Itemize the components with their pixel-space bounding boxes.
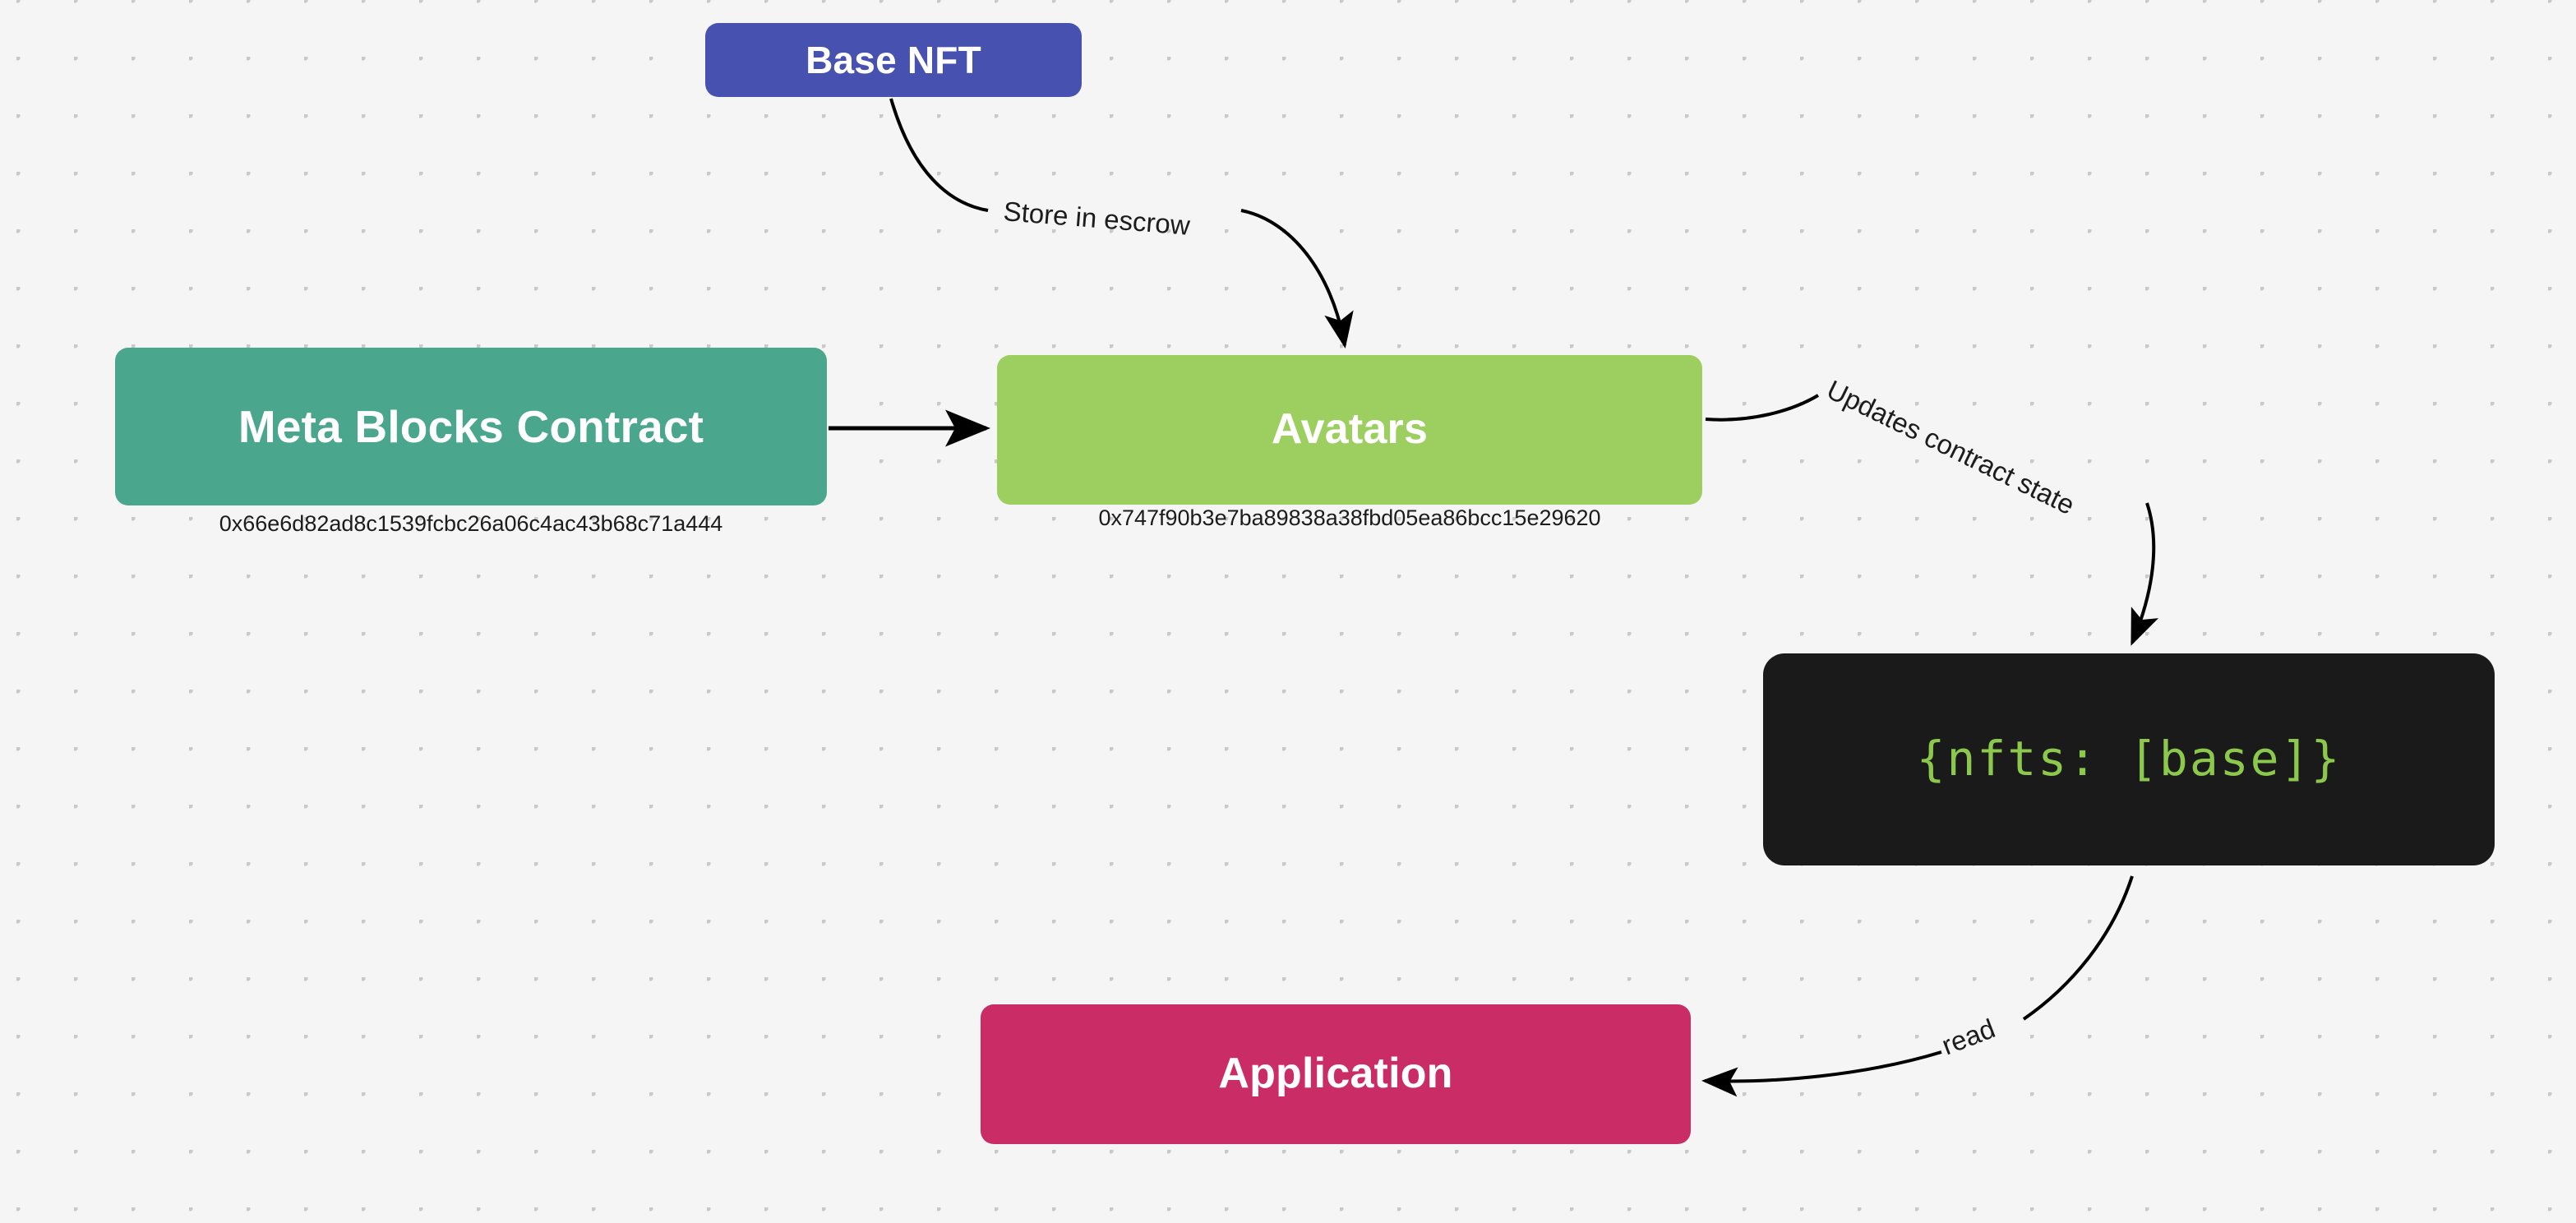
node-base-nft[interactable]: Base NFT (705, 23, 1082, 97)
edge-label-read: read (1937, 1013, 1999, 1060)
node-meta-blocks-contract[interactable]: Meta Blocks Contract (115, 348, 827, 505)
node-application[interactable]: Application (981, 1004, 1691, 1144)
node-application-label: Application (1218, 1050, 1453, 1098)
node-avatars-label: Avatars (1271, 405, 1429, 454)
node-contract-state-label: {nfts: [base]} (1916, 731, 2342, 787)
edge-store-in-escrow: Store in escrow (889, 97, 1346, 347)
edge-label-updates-contract-state: Updates contract state (1822, 374, 2080, 520)
edge-read: read (1703, 875, 2134, 1083)
node-avatars[interactable]: Avatars (997, 355, 1702, 505)
node-base-nft-label: Base NFT (806, 38, 981, 81)
node-meta-blocks-contract-address: 0x66e6d82ad8c1539fcbc26a06c4ac43b68c71a4… (219, 511, 723, 536)
node-meta-blocks-contract-label: Meta Blocks Contract (238, 400, 704, 452)
node-contract-state[interactable]: {nfts: [base]} (1763, 653, 2495, 865)
edge-label-store-in-escrow: Store in escrow (1002, 196, 1191, 241)
node-avatars-address: 0x747f90b3e7ba89838a38fbd05ea86bcc15e296… (1098, 505, 1601, 530)
edge-updates-contract-state: Updates contract state (1704, 374, 2156, 644)
